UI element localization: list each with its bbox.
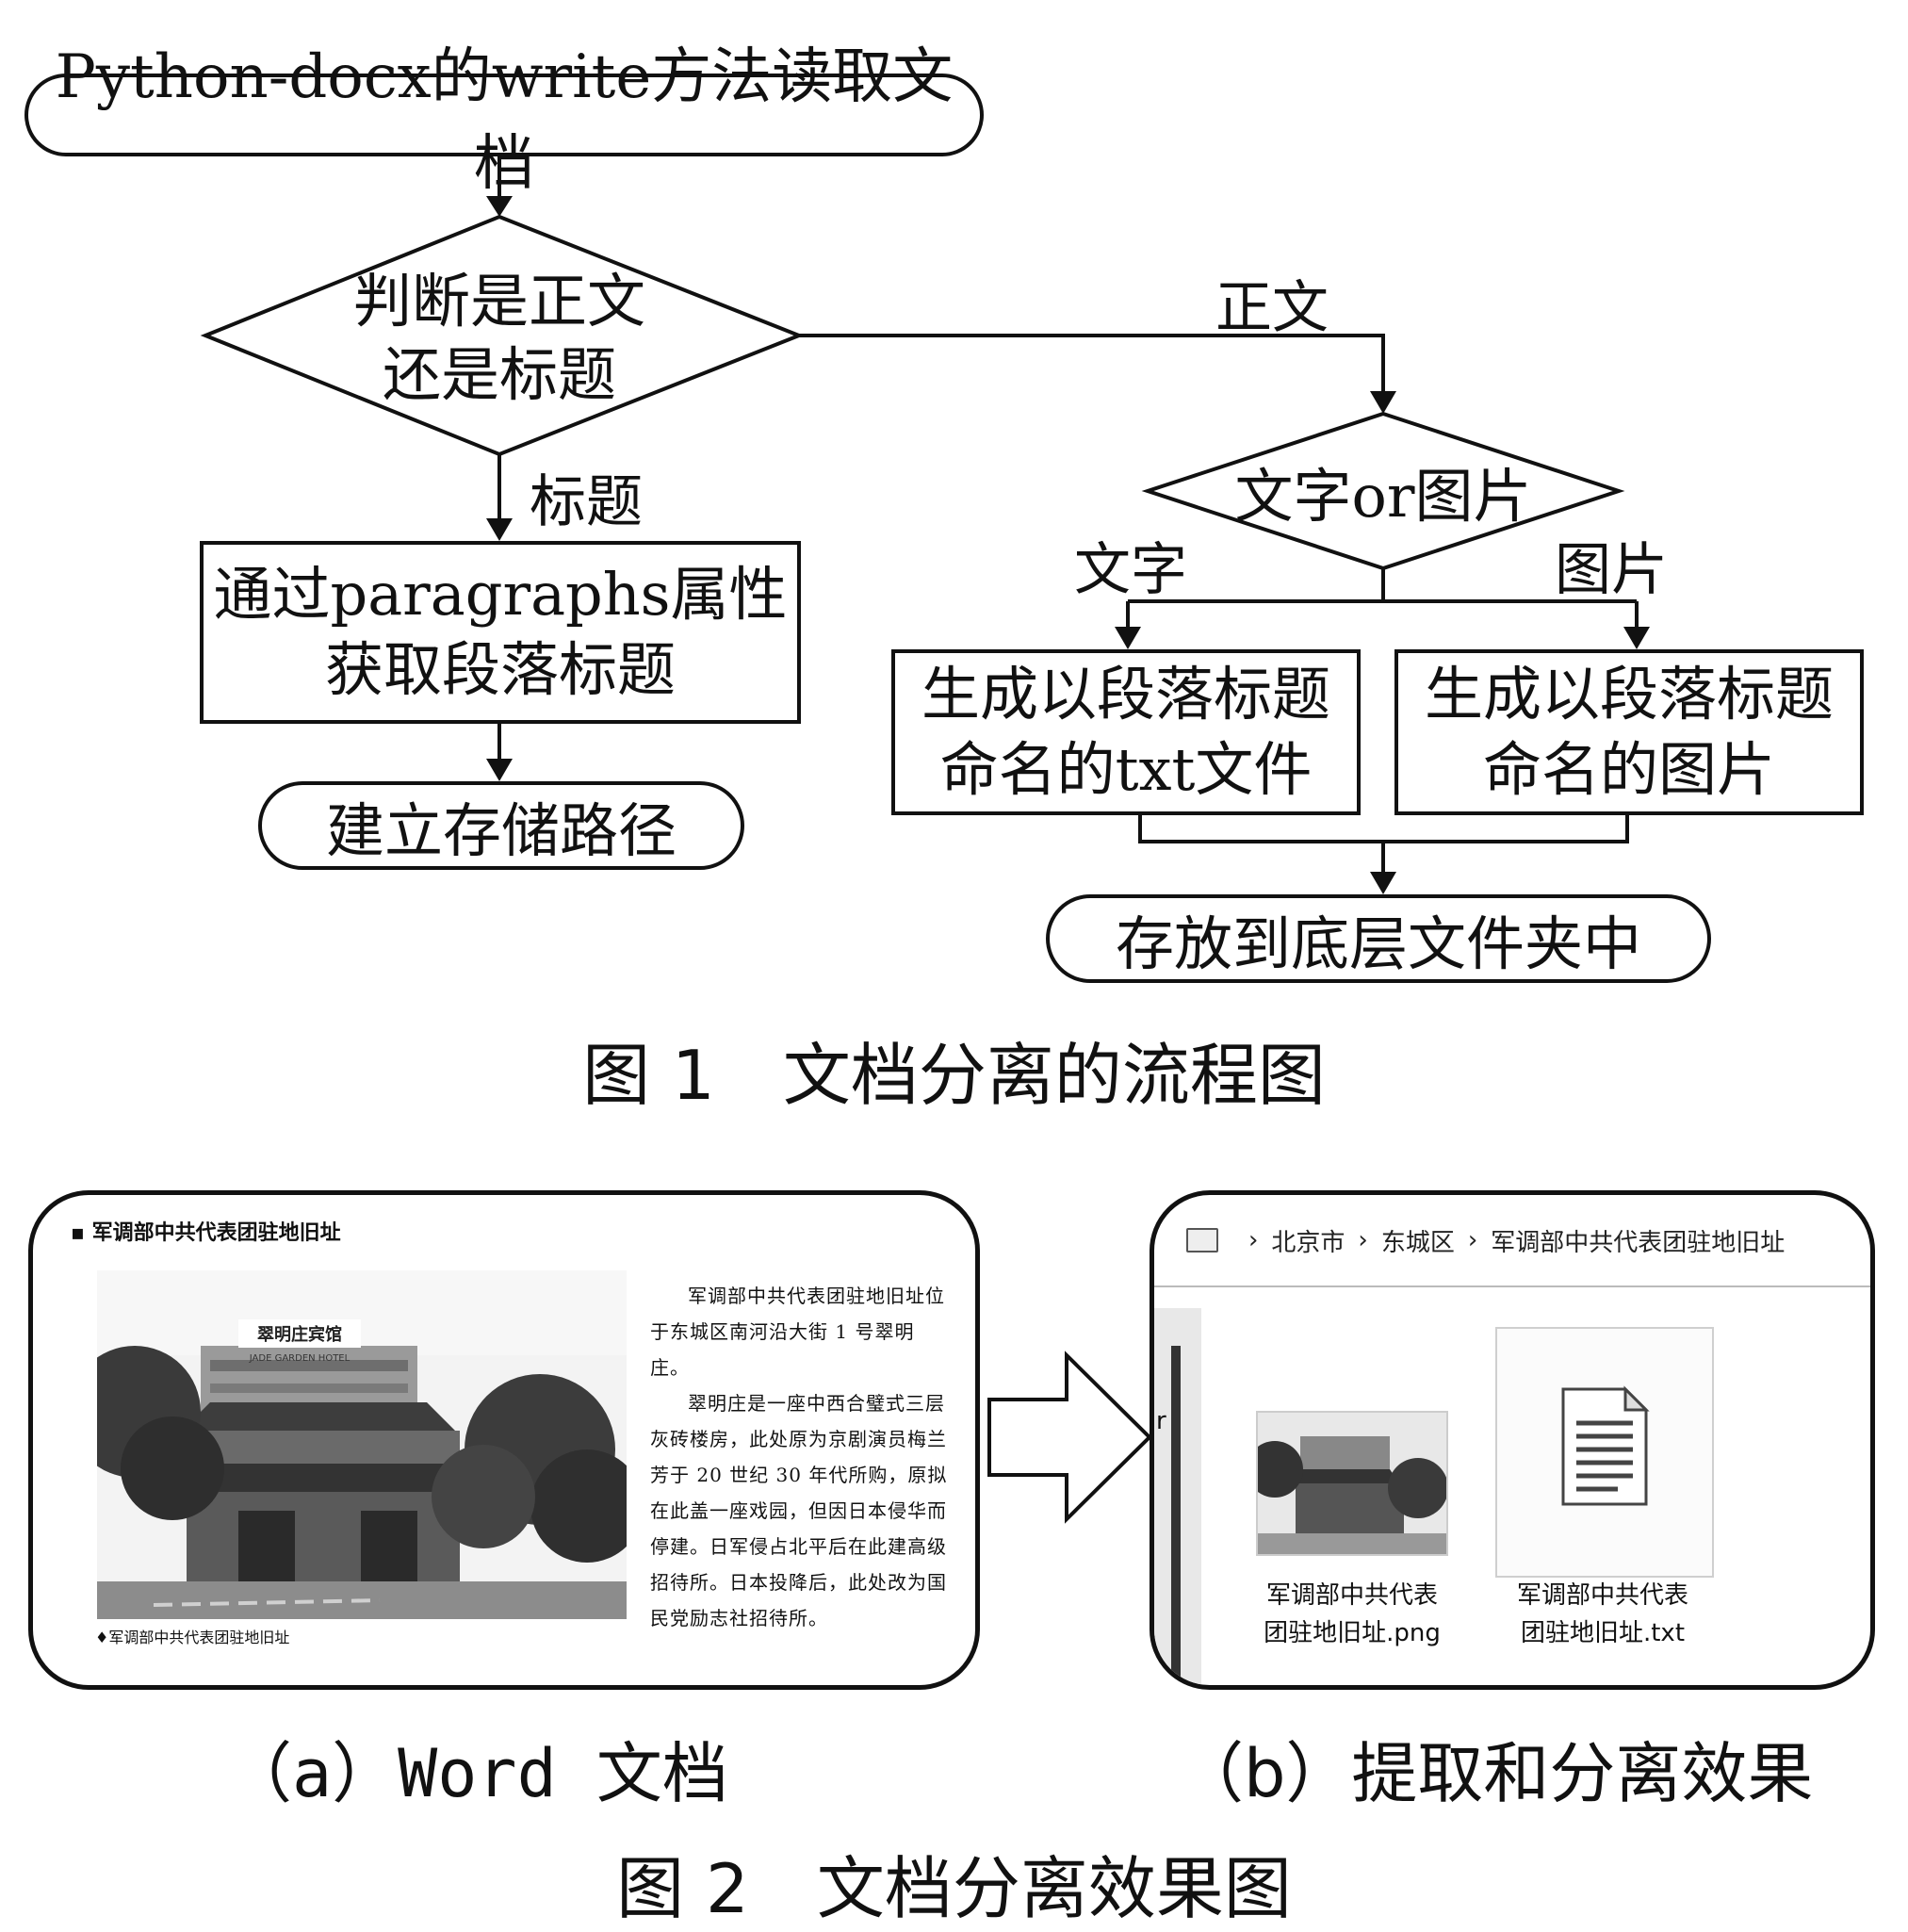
arrow-decision1-to-decision2 (799, 334, 1385, 401)
photo-sign-en: JADE GARDEN HOTEL (249, 1353, 351, 1364)
decision1-diamond (200, 214, 805, 457)
edge-label-body: 正文 (1215, 275, 1329, 341)
file-name-png-line2: 团驻地旧址.png (1264, 1619, 1441, 1647)
get-title-node: 通过paragraphs属性 获取段落标题 (200, 541, 801, 724)
edge-label-title: 标题 (530, 469, 643, 535)
chevron-right-icon: › (1467, 1226, 1478, 1254)
decision2-text: 文字or图片 (1234, 462, 1532, 531)
file-name-txt-line2: 团驻地旧址.txt (1520, 1619, 1686, 1647)
chevron-right-icon: › (1248, 1226, 1259, 1254)
breadcrumb-item-site[interactable]: 军调部中共代表团驻地旧址 (1491, 1228, 1786, 1257)
doc-body: 军调部中共代表团驻地旧址位于东城区南河沿大街 1 号翠明庄。 翠明庄是一座中西合… (650, 1278, 952, 1636)
flowchart-connectors (200, 155, 1650, 894)
start-node: Python-docx的write方法读取文档 (24, 42, 984, 199)
get-title-line1: 通过paragraphs属性 (213, 560, 788, 629)
text-file-icon (1561, 1385, 1650, 1506)
gen-img-line2: 命名的图片 (1482, 735, 1775, 804)
decision2-diamond (1141, 411, 1625, 571)
start-node-label: Python-docx的write方法读取文档 (55, 42, 954, 199)
file-name-txt-line1: 军调部中共代表 (1516, 1581, 1688, 1610)
nav-scrollbar[interactable] (1171, 1346, 1181, 1685)
figure1-caption: 图 1 文档分离的流程图 (582, 1036, 1326, 1115)
store-label: 存放到底层文件夹中 (1115, 909, 1641, 978)
figure2-caption: 图 2 文档分离效果图 (616, 1849, 1292, 1928)
decision2-label: 文字or图片 (1195, 453, 1572, 531)
get-title-line2: 获取段落标题 (324, 635, 676, 704)
subcaption-a: （a）Word 文档 (226, 1735, 728, 1812)
file-name-png-line1: 军调部中共代表 (1265, 1581, 1438, 1610)
build-path-label: 建立存储路径 (325, 796, 677, 865)
decision1-label: 判断是正文 还是标题 (311, 267, 688, 409)
file-name-txt: 军调部中共代表 团驻地旧址.txt (1480, 1577, 1725, 1652)
gen-img-line1: 生成以段落标题 (1424, 660, 1834, 729)
breadcrumb-item-beijing[interactable]: 北京市 (1271, 1228, 1345, 1257)
transition-arrow (987, 1351, 1152, 1524)
decision1-line1: 判断是正文 (352, 267, 645, 336)
file-item-txt[interactable] (1495, 1327, 1714, 1578)
gen-txt-line2: 命名的txt文件 (939, 735, 1313, 804)
breadcrumb-divider (1154, 1285, 1870, 1287)
chevron-right-icon: › (1358, 1226, 1368, 1254)
edge-label-text: 文字 (1074, 537, 1187, 603)
file-item-png[interactable]: 军调部中共代表 团驻地旧址.png (1248, 1398, 1456, 1662)
doc-paragraph-2: 翠明庄是一座中西合璧式三层灰砖楼房，此处原为京剧演员梅兰芳于 20 世纪 30 … (650, 1392, 948, 1629)
gen-txt-line1: 生成以段落标题 (921, 660, 1330, 729)
gen-txt-node: 生成以段落标题 命名的txt文件 (891, 649, 1361, 815)
doc-paragraph-1: 军调部中共代表团驻地旧址位于东城区南河沿大街 1 号翠明庄。 (650, 1285, 945, 1379)
word-document-panel: ▪ 军调部中共代表团驻地旧址 翠明庄宾馆 JADE GARDEN HOTEL (28, 1190, 980, 1690)
image-file-icon (1256, 1411, 1448, 1556)
doc-photo: 翠明庄宾馆 JADE GARDEN HOTEL (97, 1270, 627, 1619)
file-name-png: 军调部中共代表 团驻地旧址.png (1230, 1577, 1475, 1652)
decision1-line2: 还是标题 (382, 340, 616, 409)
store-node: 存放到底层文件夹中 (1046, 894, 1711, 983)
breadcrumb: › 北京市 › 东城区 › 军调部中共代表团驻地旧址 (1186, 1220, 1865, 1261)
subcaption-b: （b）提取和分离效果 (1178, 1735, 1814, 1812)
folder-icon (1186, 1228, 1218, 1253)
nav-truncated-char: r (1156, 1407, 1166, 1435)
photo-sign-cn: 翠明庄宾馆 (257, 1324, 342, 1345)
gen-img-node: 生成以段落标题 命名的图片 (1394, 649, 1864, 815)
explorer-panel: › 北京市 › 东城区 › 军调部中共代表团驻地旧址 r 军调部中共代表 团驻地… (1150, 1190, 1875, 1690)
building-photo-illustration: 翠明庄宾馆 JADE GARDEN HOTEL (97, 1270, 627, 1619)
build-path-node: 建立存储路径 (258, 781, 744, 870)
photo-caption: ♦军调部中共代表团驻地旧址 (95, 1629, 290, 1646)
breadcrumb-item-dongcheng[interactable]: 东城区 (1380, 1228, 1455, 1257)
doc-heading: ▪ 军调部中共代表团驻地旧址 (71, 1221, 341, 1245)
edge-label-image: 图片 (1555, 537, 1668, 603)
